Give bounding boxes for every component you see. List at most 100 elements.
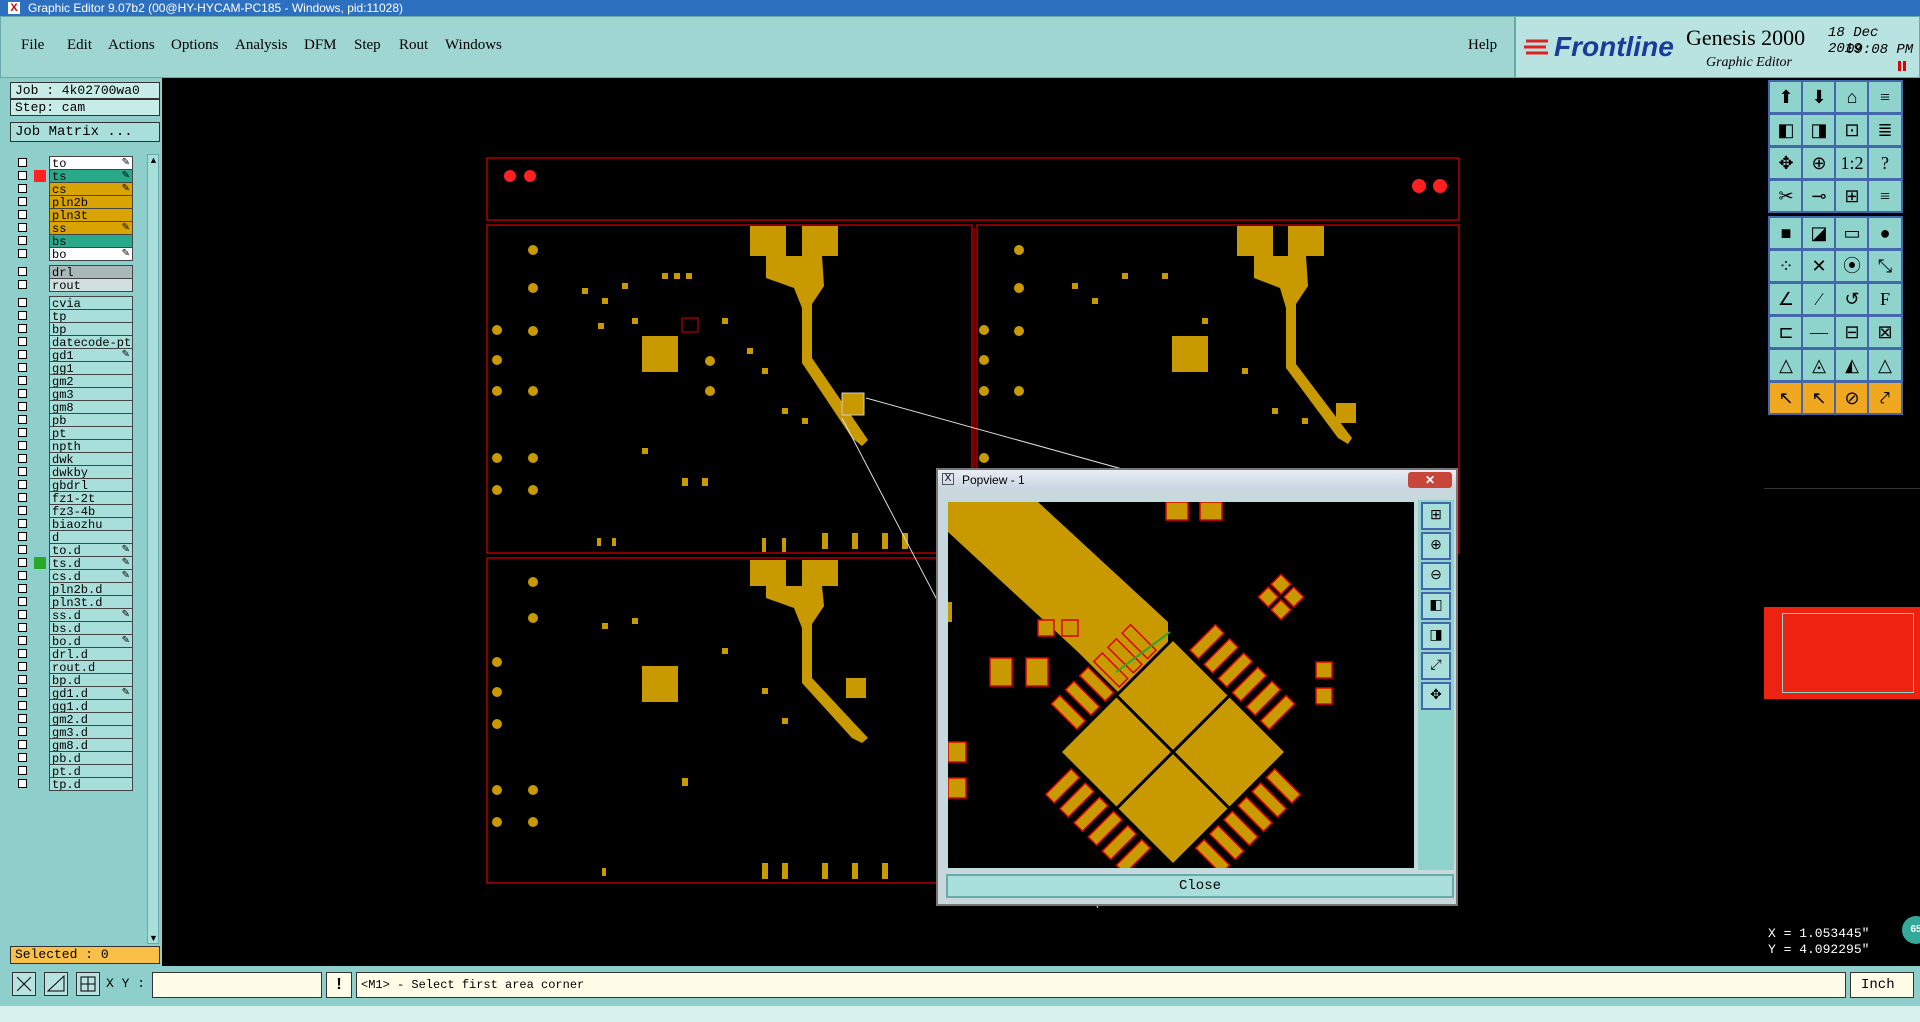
layer-name[interactable]: gg1 xyxy=(49,361,133,375)
layer-status-marker[interactable] xyxy=(34,505,46,517)
triangle-fill-icon[interactable]: ◭ xyxy=(1834,348,1870,382)
layer-name[interactable]: tp xyxy=(49,309,133,323)
layer-checkbox[interactable] xyxy=(18,376,27,385)
popview-center-icon[interactable]: ✥ xyxy=(1421,682,1451,710)
menu-step[interactable]: Step xyxy=(354,37,381,53)
layer-name[interactable]: ts.d✎ xyxy=(49,556,133,570)
grid-icon[interactable] xyxy=(76,972,100,996)
layer-checkbox[interactable] xyxy=(18,467,27,476)
layer-row[interactable]: rout xyxy=(14,278,134,292)
layer-status-marker[interactable] xyxy=(34,427,46,439)
layer-row[interactable]: dwk xyxy=(14,452,134,466)
layer-row[interactable]: bo.d✎ xyxy=(14,634,134,648)
graphic-canvas[interactable]: X Popview - 1 ✕ xyxy=(162,78,1764,966)
layer-row[interactable]: pln3t.d xyxy=(14,595,134,609)
pointer-alt-icon[interactable]: ↖ xyxy=(1801,381,1837,415)
layer-name[interactable]: bs.d xyxy=(49,621,133,635)
layer-status-marker[interactable] xyxy=(34,266,46,278)
popview-zoom-in-icon[interactable]: ⊕ xyxy=(1421,532,1451,560)
layer-name[interactable]: drl xyxy=(49,265,133,279)
layer-status-marker[interactable] xyxy=(34,453,46,465)
layer-checkbox[interactable] xyxy=(18,662,27,671)
layer-row[interactable]: drl.d xyxy=(14,647,134,661)
layer-status-marker[interactable] xyxy=(34,609,46,621)
layer-name[interactable]: gg1.d xyxy=(49,699,133,713)
layer-status-marker[interactable] xyxy=(34,362,46,374)
slope-icon[interactable]: ∕ xyxy=(1801,282,1837,316)
layer-checkbox[interactable] xyxy=(18,363,27,372)
layer-scrollbar[interactable]: ▲ ▼ xyxy=(147,154,159,944)
layer-name[interactable]: gm3.d xyxy=(49,725,133,739)
layer-checkbox[interactable] xyxy=(18,280,27,289)
layer-status-marker[interactable] xyxy=(34,336,46,348)
menu-actions[interactable]: Actions xyxy=(108,37,155,53)
layer-name[interactable]: ts✎ xyxy=(49,169,133,183)
layer-row[interactable]: pln2b xyxy=(14,195,134,209)
layer-name[interactable]: dwkby xyxy=(49,465,133,479)
layer-row[interactable]: bo✎ xyxy=(14,247,134,261)
popview-zoom-out-icon[interactable]: ⊖ xyxy=(1421,562,1451,590)
layer-checkbox[interactable] xyxy=(18,197,27,206)
layer-row[interactable]: gg1 xyxy=(14,361,134,375)
layer-checkbox[interactable] xyxy=(18,441,27,450)
layer-checkbox[interactable] xyxy=(18,727,27,736)
layer-name[interactable]: pln2b xyxy=(49,195,133,209)
popview-pan-right-icon[interactable]: ◨ xyxy=(1421,622,1451,650)
layer-row[interactable]: tp xyxy=(14,309,134,323)
triangle-bold-icon[interactable]: ◬ xyxy=(1801,348,1837,382)
layer-row[interactable]: bp xyxy=(14,322,134,336)
layer-status-marker[interactable] xyxy=(34,375,46,387)
line-icon[interactable]: — xyxy=(1801,315,1837,349)
house-icon[interactable]: ⌂ xyxy=(1834,80,1870,114)
layer-name[interactable]: biaozhu xyxy=(49,517,133,531)
layer-checkbox[interactable] xyxy=(18,324,27,333)
popview-close-icon[interactable]: ✕ xyxy=(1408,472,1452,488)
layer-row[interactable]: gm2 xyxy=(14,374,134,388)
popview-close-button[interactable]: Close xyxy=(946,874,1454,898)
layer-name[interactable]: rout xyxy=(49,278,133,292)
layer-checkbox[interactable] xyxy=(18,223,27,232)
layer-checkbox[interactable] xyxy=(18,480,27,489)
layer-checkbox[interactable] xyxy=(18,350,27,359)
layer-status-marker[interactable] xyxy=(34,310,46,322)
split-icon[interactable]: ⊟ xyxy=(1834,315,1870,349)
layer-row[interactable]: ts.d✎ xyxy=(14,556,134,570)
grid-icon[interactable]: ⊞ xyxy=(1834,179,1870,213)
layer-row[interactable]: tp.d xyxy=(14,777,134,791)
scroll-up-icon[interactable]: ▲ xyxy=(149,155,158,165)
menu-dfm[interactable]: DFM xyxy=(304,37,337,53)
layer-status-marker[interactable] xyxy=(34,713,46,725)
triangle-icon[interactable]: △ xyxy=(1768,348,1804,382)
layer-name[interactable]: pln2b.d xyxy=(49,582,133,596)
cut-icon[interactable]: ✂ xyxy=(1768,179,1804,213)
layer-status-marker[interactable] xyxy=(34,648,46,660)
layer-name[interactable]: dwk xyxy=(49,452,133,466)
zoom-home-icon[interactable]: ⬆ xyxy=(1768,80,1804,114)
layer-checkbox[interactable] xyxy=(18,158,27,167)
layer-status-marker[interactable] xyxy=(34,752,46,764)
layer-row[interactable]: cvia xyxy=(14,296,134,310)
layer-checkbox[interactable] xyxy=(18,493,27,502)
layer-checkbox[interactable] xyxy=(18,311,27,320)
layer-checkbox[interactable] xyxy=(18,298,27,307)
menu-file[interactable]: File xyxy=(21,37,45,53)
units-select[interactable]: Inch xyxy=(1850,972,1914,998)
layer-row[interactable]: gm8 xyxy=(14,400,134,414)
layer-row[interactable]: gbdrl xyxy=(14,478,134,492)
menu-analysis[interactable]: Analysis xyxy=(235,37,288,53)
layer-row[interactable]: ss✎ xyxy=(14,221,134,235)
layer-status-marker[interactable] xyxy=(34,726,46,738)
layer-row[interactable]: npth xyxy=(14,439,134,453)
layer-checkbox[interactable] xyxy=(18,545,27,554)
layer-name[interactable]: bo.d✎ xyxy=(49,634,133,648)
layer-checkbox[interactable] xyxy=(18,184,27,193)
layer-name[interactable]: gm3 xyxy=(49,387,133,401)
layer-name[interactable]: pt xyxy=(49,426,133,440)
layer-checkbox[interactable] xyxy=(18,597,27,606)
layer-row[interactable]: rout.d xyxy=(14,660,134,674)
layer-row[interactable]: bs xyxy=(14,234,134,248)
layer-name[interactable]: to✎ xyxy=(49,156,133,170)
popview-pan-left-icon[interactable]: ◧ xyxy=(1421,592,1451,620)
flag-icon[interactable]: F xyxy=(1867,282,1903,316)
layer-row[interactable]: pt xyxy=(14,426,134,440)
